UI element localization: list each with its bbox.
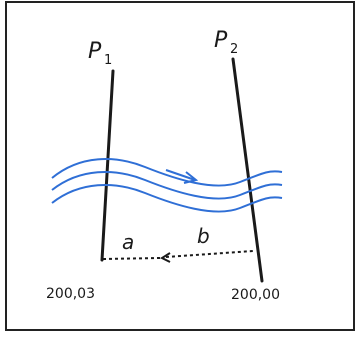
segment-a-label: a — [122, 230, 134, 254]
pole-1-index: 1 — [104, 53, 112, 68]
segment-b-label: b — [197, 224, 210, 248]
measure-line-a — [102, 257, 161, 260]
water-wave-lower — [51, 184, 283, 213]
water-wave-upper — [51, 158, 283, 187]
measure-line-b — [165, 250, 254, 258]
diagram-frame — [5, 1, 355, 331]
pole-2-letter: P — [214, 28, 228, 53]
pole-1-line — [100, 69, 115, 262]
pole-2-line — [231, 57, 264, 283]
water-wave-middle — [51, 171, 283, 200]
pole-1-letter: P — [88, 39, 102, 64]
reading-right-value: 200,00 — [231, 287, 280, 303]
flow-arrow-head — [183, 171, 199, 184]
pole-2-index: 2 — [230, 42, 238, 57]
flow-arrow-shaft — [165, 169, 196, 181]
measure-arrow-head — [159, 252, 171, 263]
reading-left-value: 200,03 — [46, 286, 95, 302]
